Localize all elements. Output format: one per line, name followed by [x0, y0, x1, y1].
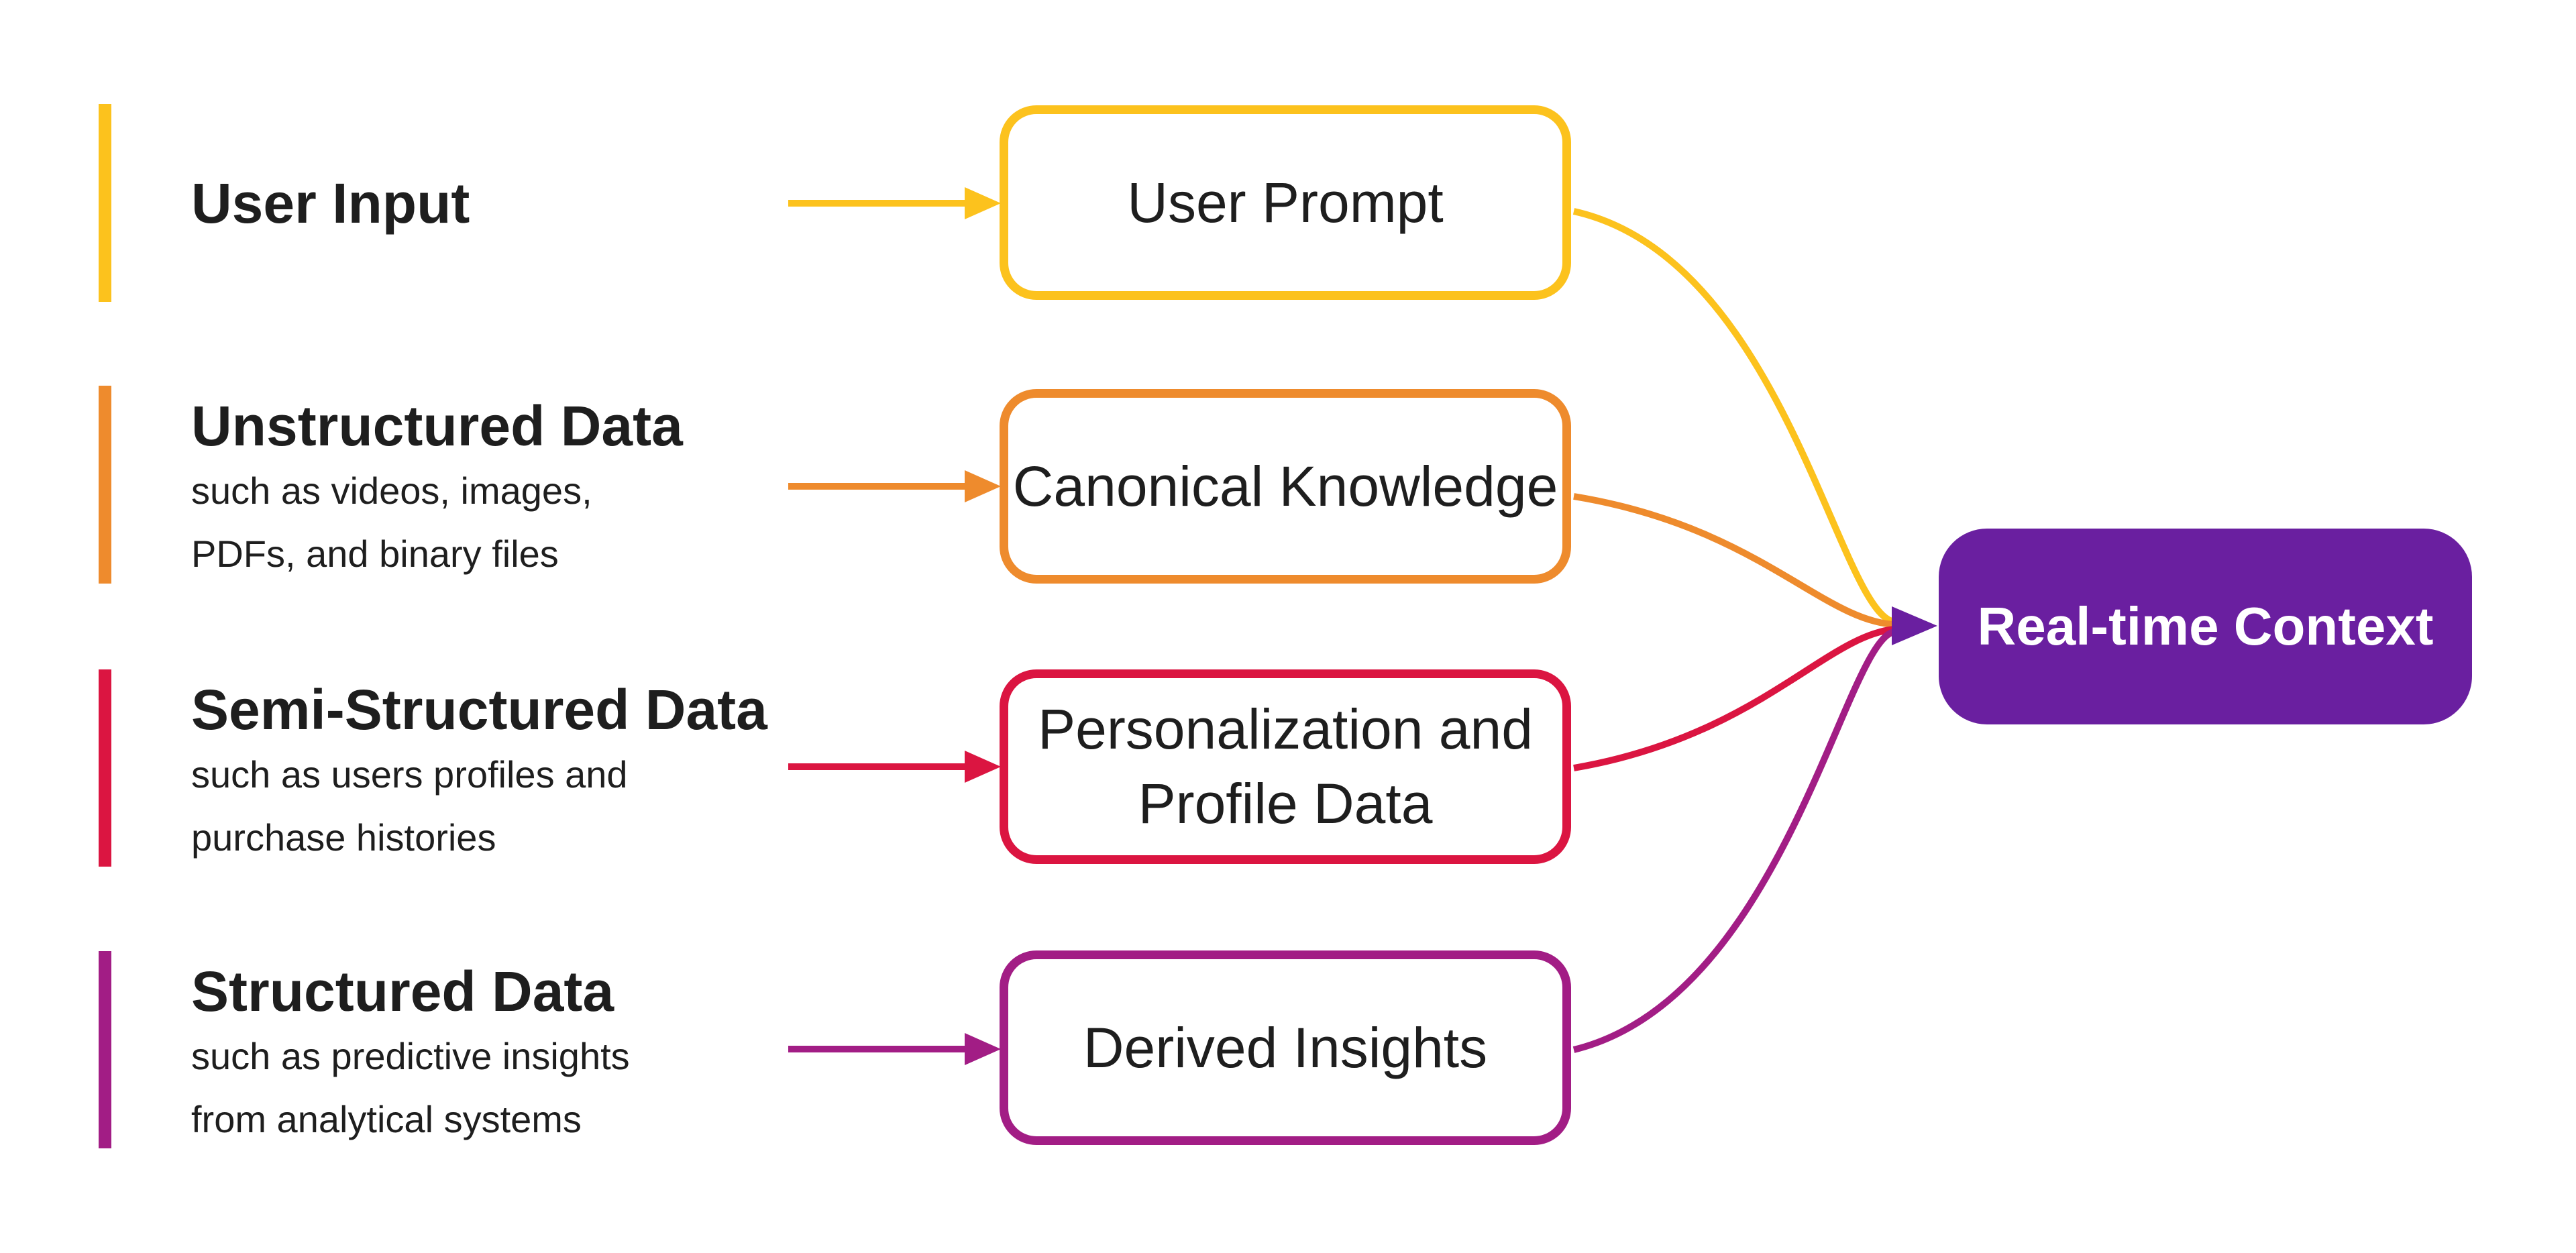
arrowhead-converge-icon: [1892, 606, 1937, 645]
source-label-user-input: User Input: [191, 104, 862, 302]
node-personalization-profile-data: Personalization and Profile Data: [1000, 669, 1571, 864]
node-derived-insights: Derived Insights: [1000, 950, 1571, 1145]
source-desc-line: PDFs, and binary files: [191, 533, 559, 575]
node-label: User Prompt: [1127, 170, 1444, 234]
source-desc-line: from analytical systems: [191, 1098, 582, 1140]
curve-canonical-to-context: [1573, 493, 1895, 628]
target-label: Real-time Context: [1977, 596, 2434, 656]
curve-derived-to-context: [1572, 629, 1896, 1053]
source-title: User Input: [191, 171, 470, 235]
source-title: Unstructured Data: [191, 394, 683, 457]
node-label: Personalization and Profile Data: [1038, 698, 1533, 835]
source-label-structured: Structured Data such as predictive insig…: [191, 958, 862, 1151]
source-title: Semi-Structured Data: [191, 678, 767, 741]
source-desc-line: such as users profiles and: [191, 753, 628, 796]
source-label-semistructured: Semi-Structured Data such as users profi…: [191, 676, 862, 869]
curve-personalization-to-context: [1573, 626, 1895, 771]
node-label: Derived Insights: [1083, 1016, 1488, 1079]
arrowhead-icon: [965, 1033, 1001, 1065]
arrowhead-icon: [965, 187, 1001, 219]
source-bar-semistructured: [99, 669, 111, 867]
source-bar-unstructured: [99, 386, 111, 584]
source-desc-line: such as predictive insights: [191, 1035, 630, 1077]
curve-user-prompt-to-context: [1572, 208, 1896, 625]
source-label-unstructured: Unstructured Data such as videos, images…: [191, 392, 862, 586]
arrowhead-icon: [965, 751, 1001, 783]
source-bar-user-input: [99, 104, 111, 302]
source-bar-structured: [99, 951, 111, 1148]
node-canonical-knowledge: Canonical Knowledge: [1000, 389, 1571, 584]
source-title: Structured Data: [191, 960, 614, 1023]
node-real-time-context: Real-time Context: [1939, 529, 2472, 724]
source-desc-line: purchase histories: [191, 816, 496, 859]
source-desc-line: such as videos, images,: [191, 470, 592, 512]
node-label: Canonical Knowledge: [1012, 454, 1558, 518]
arrowhead-icon: [965, 470, 1001, 502]
node-user-prompt: User Prompt: [1000, 105, 1571, 300]
